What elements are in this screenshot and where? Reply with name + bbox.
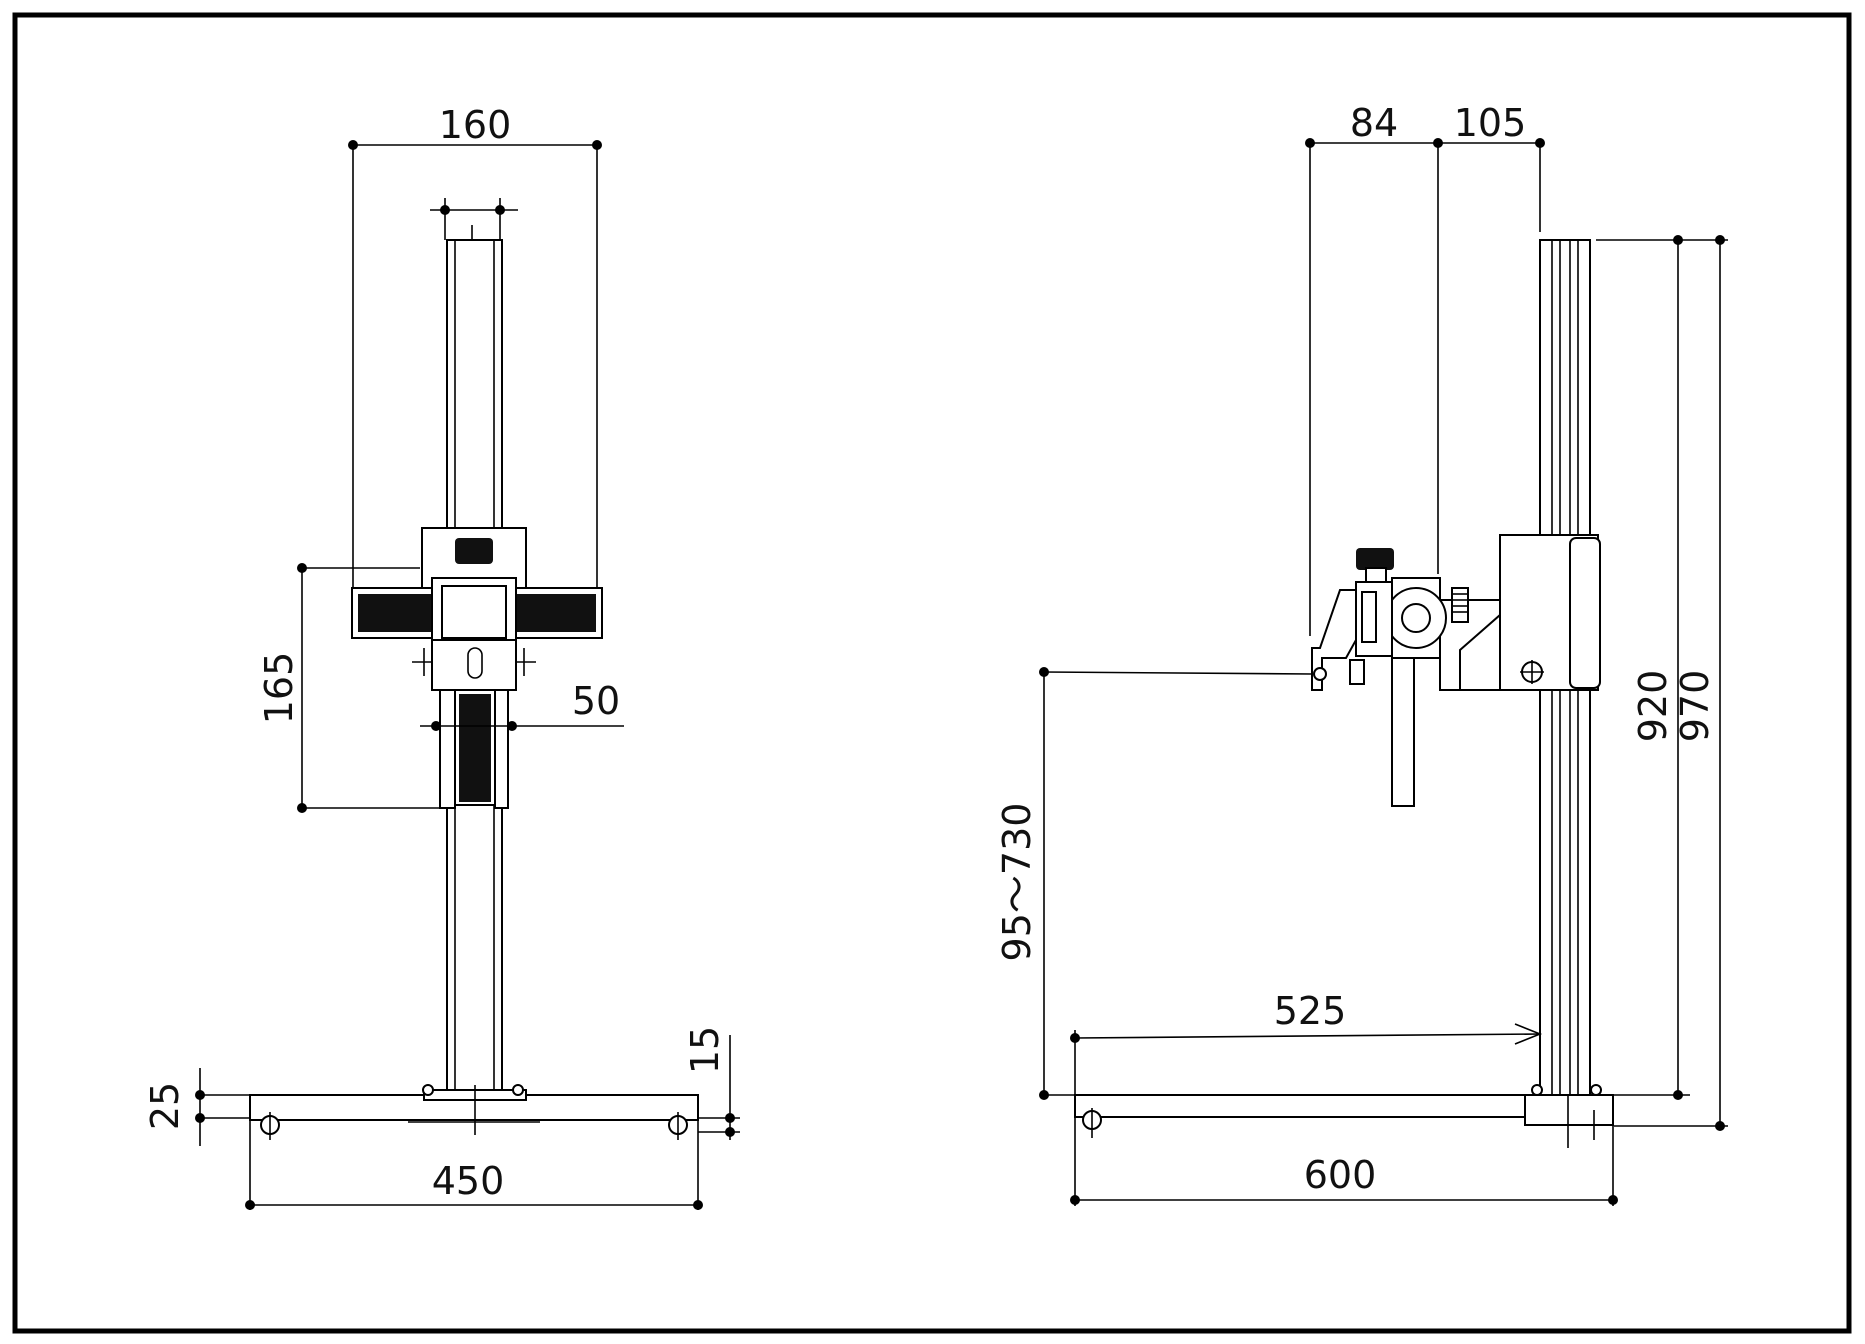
side-dim-84: 84 [1350, 101, 1398, 145]
front-view: 160 165 50 25 15 [143, 103, 740, 1210]
side-dim-105: 105 [1454, 101, 1527, 145]
side-dim-525: 525 [1274, 989, 1347, 1033]
drawing-border [12, 12, 1852, 1334]
side-dim-range: 95～730 [995, 803, 1039, 962]
front-dim-450: 450 [432, 1159, 505, 1203]
side-clamp-knob-icon [1356, 548, 1394, 570]
front-dim-165: 165 [257, 652, 301, 725]
front-clamp-knob-icon [455, 538, 493, 564]
side-rod [1391, 657, 1415, 807]
side-dim-600: 600 [1304, 1153, 1377, 1197]
front-dim-15: 15 [683, 1026, 727, 1074]
side-dim-970: 970 [1673, 670, 1717, 743]
side-view: 84 105 920 970 95～730 525 [995, 101, 1728, 1206]
front-dim-160: 160 [439, 103, 512, 147]
front-dim-25: 25 [143, 1082, 187, 1130]
front-dim-50: 50 [572, 679, 620, 723]
side-dim-920: 920 [1631, 670, 1675, 743]
